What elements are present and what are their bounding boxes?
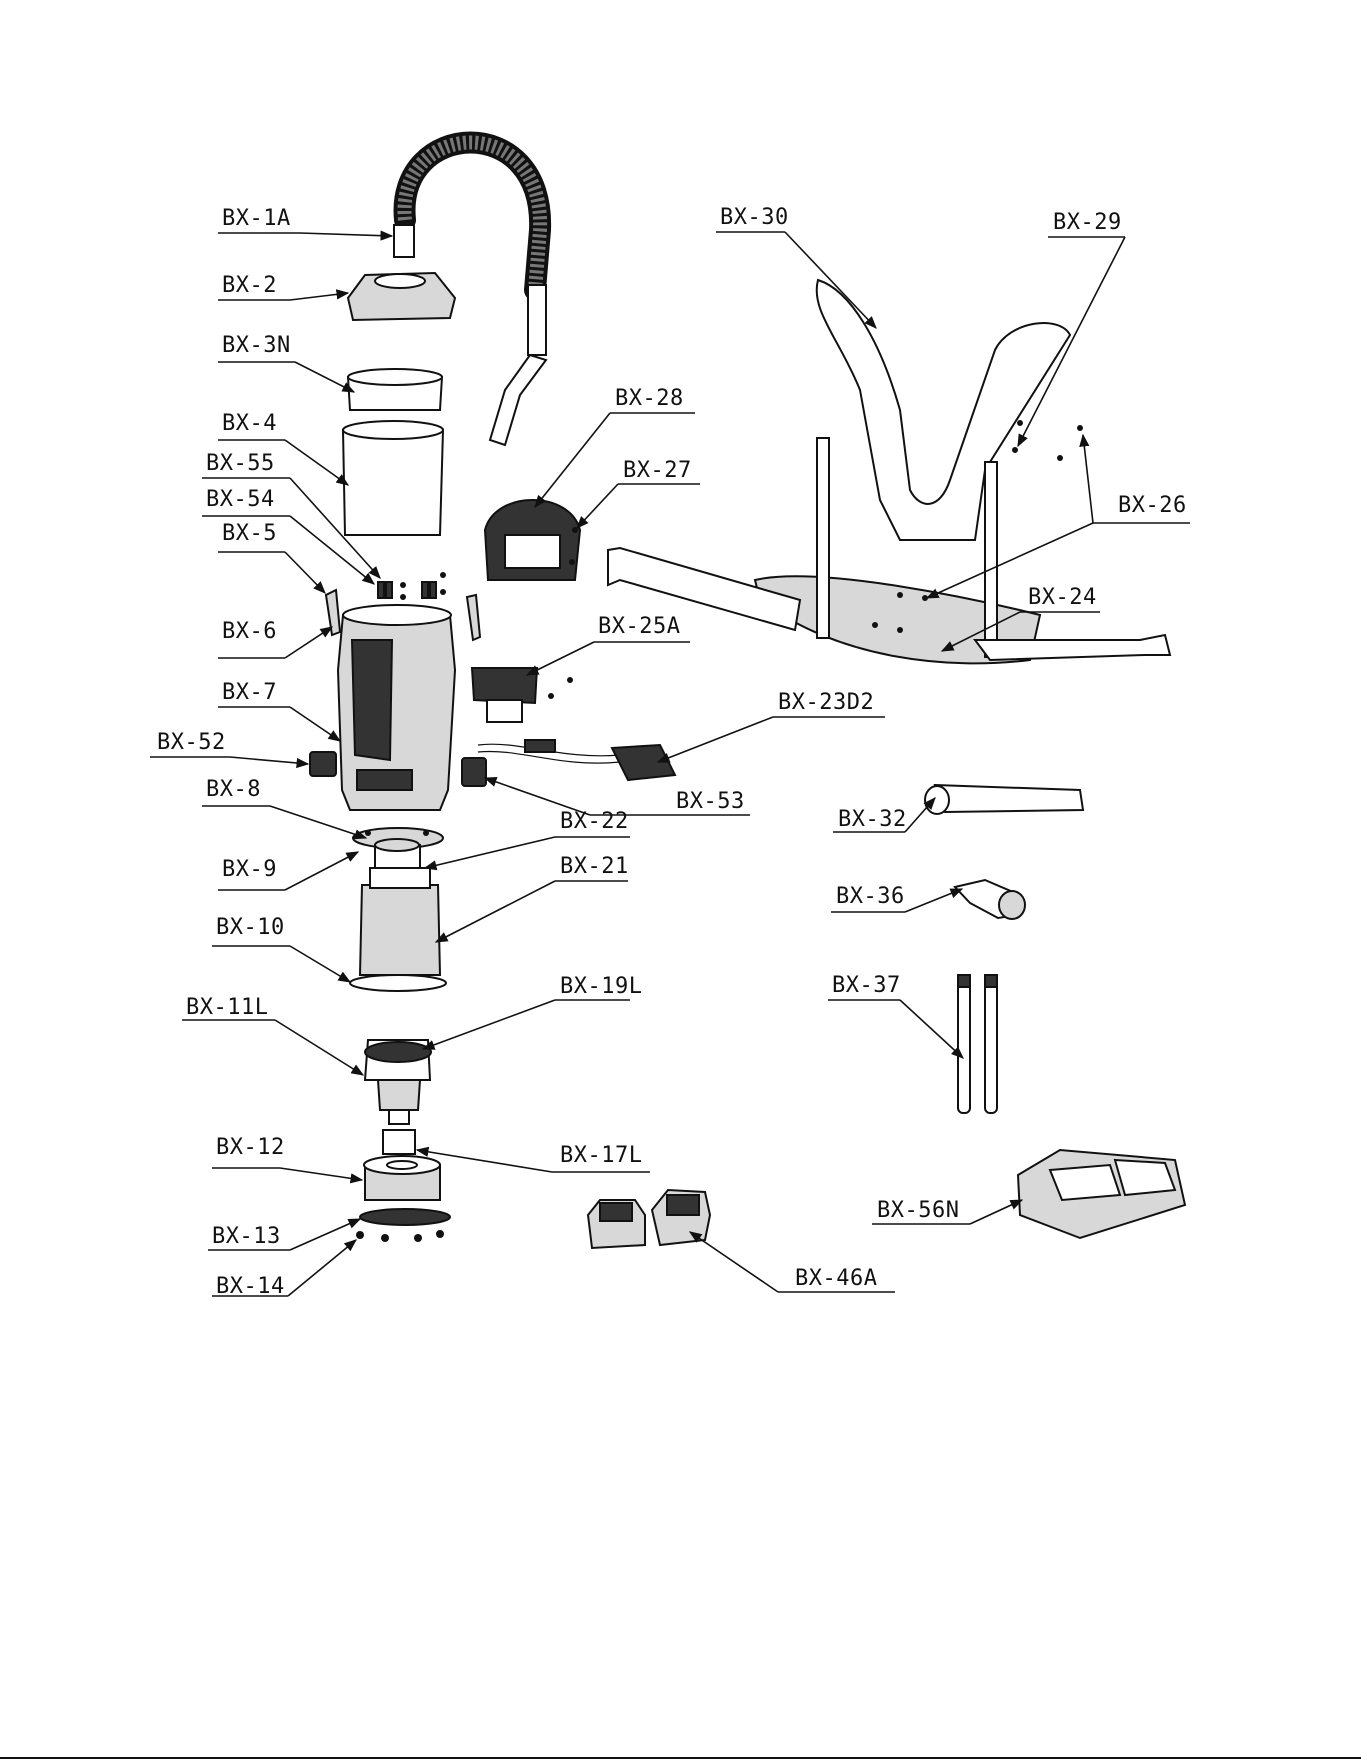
callout-bx-19l: BX-19L bbox=[423, 974, 642, 1049]
callout-bx-56n: BX-56N bbox=[872, 1198, 1022, 1224]
part-label: BX-29 bbox=[1053, 210, 1122, 235]
part-label: BX-52 bbox=[157, 730, 226, 755]
part-label: BX-21 bbox=[560, 854, 629, 879]
part-label: BX-53 bbox=[676, 789, 745, 814]
part-label: BX-3N bbox=[222, 333, 291, 358]
part-label: BX-2 bbox=[222, 273, 277, 298]
cord-assembly-drawing bbox=[478, 740, 675, 780]
callout-bx-28: BX-28 bbox=[535, 386, 695, 507]
part-label: BX-13 bbox=[212, 1224, 281, 1249]
callout-bx-21: BX-21 bbox=[436, 854, 629, 942]
part-label: BX-5 bbox=[222, 521, 277, 546]
callout-bx-10: BX-10 bbox=[212, 915, 350, 982]
impeller-drawing bbox=[365, 1040, 431, 1124]
elbow-tool-drawing bbox=[955, 880, 1025, 919]
part-label: BX-7 bbox=[222, 680, 277, 705]
callout-bx-2: BX-2 bbox=[218, 273, 348, 300]
part-label: BX-17L bbox=[560, 1143, 642, 1168]
part-label: BX-10 bbox=[216, 915, 285, 940]
wands-drawing bbox=[958, 975, 997, 1113]
callout-bx-46a: BX-46A bbox=[690, 1232, 895, 1292]
callout-bx-12: BX-12 bbox=[212, 1135, 362, 1180]
part-label: BX-4 bbox=[222, 411, 277, 436]
lid-drawing bbox=[348, 273, 455, 320]
callout-bx-25a: BX-25A bbox=[527, 614, 690, 675]
batteries-drawing bbox=[588, 1190, 710, 1248]
handle-drawing bbox=[485, 500, 580, 580]
part-label: BX-26 bbox=[1118, 493, 1187, 518]
callout-bx-23d2: BX-23D2 bbox=[658, 690, 885, 762]
part-label: BX-46A bbox=[795, 1266, 877, 1291]
callout-bx-9: BX-9 bbox=[218, 852, 358, 890]
part-label: BX-22 bbox=[560, 809, 629, 834]
part-label: BX-25A bbox=[598, 614, 680, 639]
part-label: BX-12 bbox=[216, 1135, 285, 1160]
part-label: BX-32 bbox=[838, 807, 907, 832]
callout-bx-6: BX-6 bbox=[218, 619, 332, 658]
part-label: BX-54 bbox=[206, 487, 275, 512]
part-label: BX-24 bbox=[1028, 585, 1097, 610]
part-label: BX-37 bbox=[832, 973, 901, 998]
switch-housing-drawing bbox=[472, 668, 573, 722]
callout-bx-3n: BX-3N bbox=[218, 333, 354, 392]
part-label: BX-8 bbox=[206, 777, 261, 802]
part-label: BX-11L bbox=[186, 995, 268, 1020]
charger-drawing bbox=[1018, 1150, 1185, 1238]
callout-bx-37: BX-37 bbox=[828, 973, 963, 1058]
filter-bag-drawing bbox=[348, 369, 442, 410]
callout-bx-32: BX-32 bbox=[833, 798, 935, 832]
part-label: BX-23D2 bbox=[778, 690, 874, 715]
callout-bx-17l: BX-17L bbox=[417, 1143, 650, 1172]
callout-bx-52: BX-52 bbox=[150, 730, 308, 764]
callout-bx-13: BX-13 bbox=[208, 1219, 360, 1250]
exhaust-grill-drawing bbox=[356, 1209, 450, 1242]
foam-filter-drawing bbox=[364, 1130, 440, 1200]
callout-bx-1a: BX-1A bbox=[218, 206, 392, 236]
motor-drawing bbox=[350, 868, 446, 991]
part-label: BX-1A bbox=[222, 206, 291, 231]
part-label: BX-6 bbox=[222, 619, 277, 644]
part-label: BX-55 bbox=[206, 451, 275, 476]
callout-bx-27: BX-27 bbox=[577, 458, 700, 528]
part-label: BX-56N bbox=[877, 1198, 959, 1223]
part-label: BX-9 bbox=[222, 857, 277, 882]
filter-basket-drawing bbox=[343, 421, 443, 535]
part-label: BX-27 bbox=[623, 458, 692, 483]
page-bottom-rule bbox=[0, 1757, 1361, 1759]
callout-bx-11l: BX-11L bbox=[182, 995, 363, 1075]
part-label: BX-36 bbox=[836, 884, 905, 909]
crevice-tool-drawing bbox=[925, 785, 1083, 814]
motor-cover-drawing bbox=[353, 828, 443, 870]
callout-bx-7: BX-7 bbox=[218, 680, 340, 741]
canister-body-drawing bbox=[338, 605, 455, 810]
part-label: BX-19L bbox=[560, 974, 642, 999]
part-label: BX-30 bbox=[720, 205, 789, 230]
callout-bx-36: BX-36 bbox=[831, 884, 962, 912]
part-label: BX-28 bbox=[615, 386, 684, 411]
